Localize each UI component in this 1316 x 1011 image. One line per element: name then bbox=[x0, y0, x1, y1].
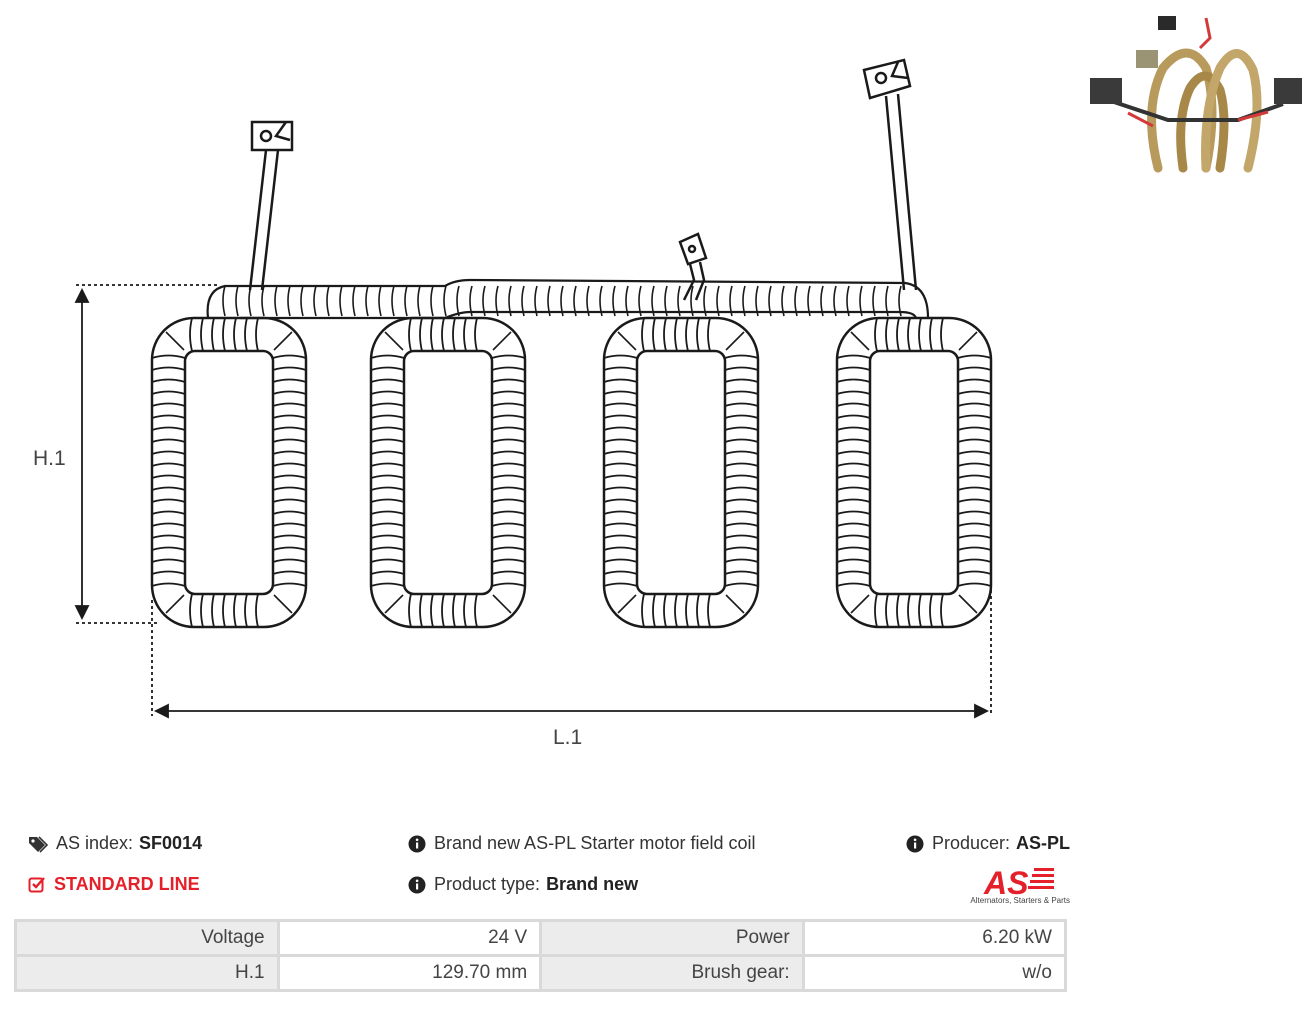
product-type-label: Product type: bbox=[434, 874, 541, 894]
table-row: Voltage 24 V Power 6.20 kW bbox=[14, 919, 1068, 957]
info-icon bbox=[408, 876, 426, 893]
as-pl-logo: AS bbox=[983, 865, 1054, 901]
checkbox-icon bbox=[28, 876, 45, 892]
svg-text:AS: AS bbox=[983, 865, 1029, 901]
as-index-label: AS index: bbox=[56, 833, 134, 853]
height-dimension-label: H.1 bbox=[33, 447, 66, 470]
product-type-row: Product type: Brand new bbox=[408, 874, 638, 895]
producer-row: Producer: AS-PL bbox=[906, 833, 1070, 854]
spec-key: Voltage bbox=[14, 919, 280, 957]
field-coil-drawing bbox=[74, 58, 993, 719]
description-row: Brand new AS-PL Starter motor field coil bbox=[408, 833, 755, 854]
spec-table: Voltage 24 V Power 6.20 kW H.1 129.70 mm… bbox=[14, 919, 1068, 992]
spec-key: H.1 bbox=[14, 954, 280, 992]
spec-key: Power bbox=[539, 919, 805, 957]
info-icon bbox=[408, 835, 426, 852]
coil-winding bbox=[369, 316, 527, 629]
logo-tagline: Alternators, Starters & Parts bbox=[970, 896, 1070, 905]
coil-winding bbox=[835, 316, 993, 629]
producer-value: AS-PL bbox=[1016, 833, 1071, 853]
connecting-wire bbox=[206, 278, 930, 320]
producer-label: Producer: bbox=[932, 833, 1011, 853]
spec-value: w/o bbox=[801, 954, 1068, 992]
product-description: Brand new AS-PL Starter motor field coil bbox=[434, 833, 756, 853]
spec-key: Brush gear: bbox=[539, 954, 805, 992]
spec-value: 6.20 kW bbox=[801, 919, 1068, 957]
standard-line-row: STANDARD LINE bbox=[28, 874, 200, 895]
spec-value: 129.70 mm bbox=[276, 954, 543, 992]
spec-value: 24 V bbox=[276, 919, 543, 957]
product-type-value: Brand new bbox=[546, 874, 639, 894]
standard-line-label: STANDARD LINE bbox=[54, 874, 200, 894]
info-icon bbox=[906, 835, 924, 852]
table-row: H.1 129.70 mm Brush gear: w/o bbox=[14, 954, 1068, 992]
length-dimension-label: L.1 bbox=[553, 726, 583, 749]
coil-winding bbox=[602, 316, 760, 629]
as-index-value: SF0014 bbox=[139, 833, 203, 853]
coil-winding bbox=[150, 316, 308, 629]
tags-icon bbox=[29, 835, 48, 853]
product-photo bbox=[1090, 16, 1302, 173]
as-index-row: AS index: SF0014 bbox=[28, 833, 202, 854]
